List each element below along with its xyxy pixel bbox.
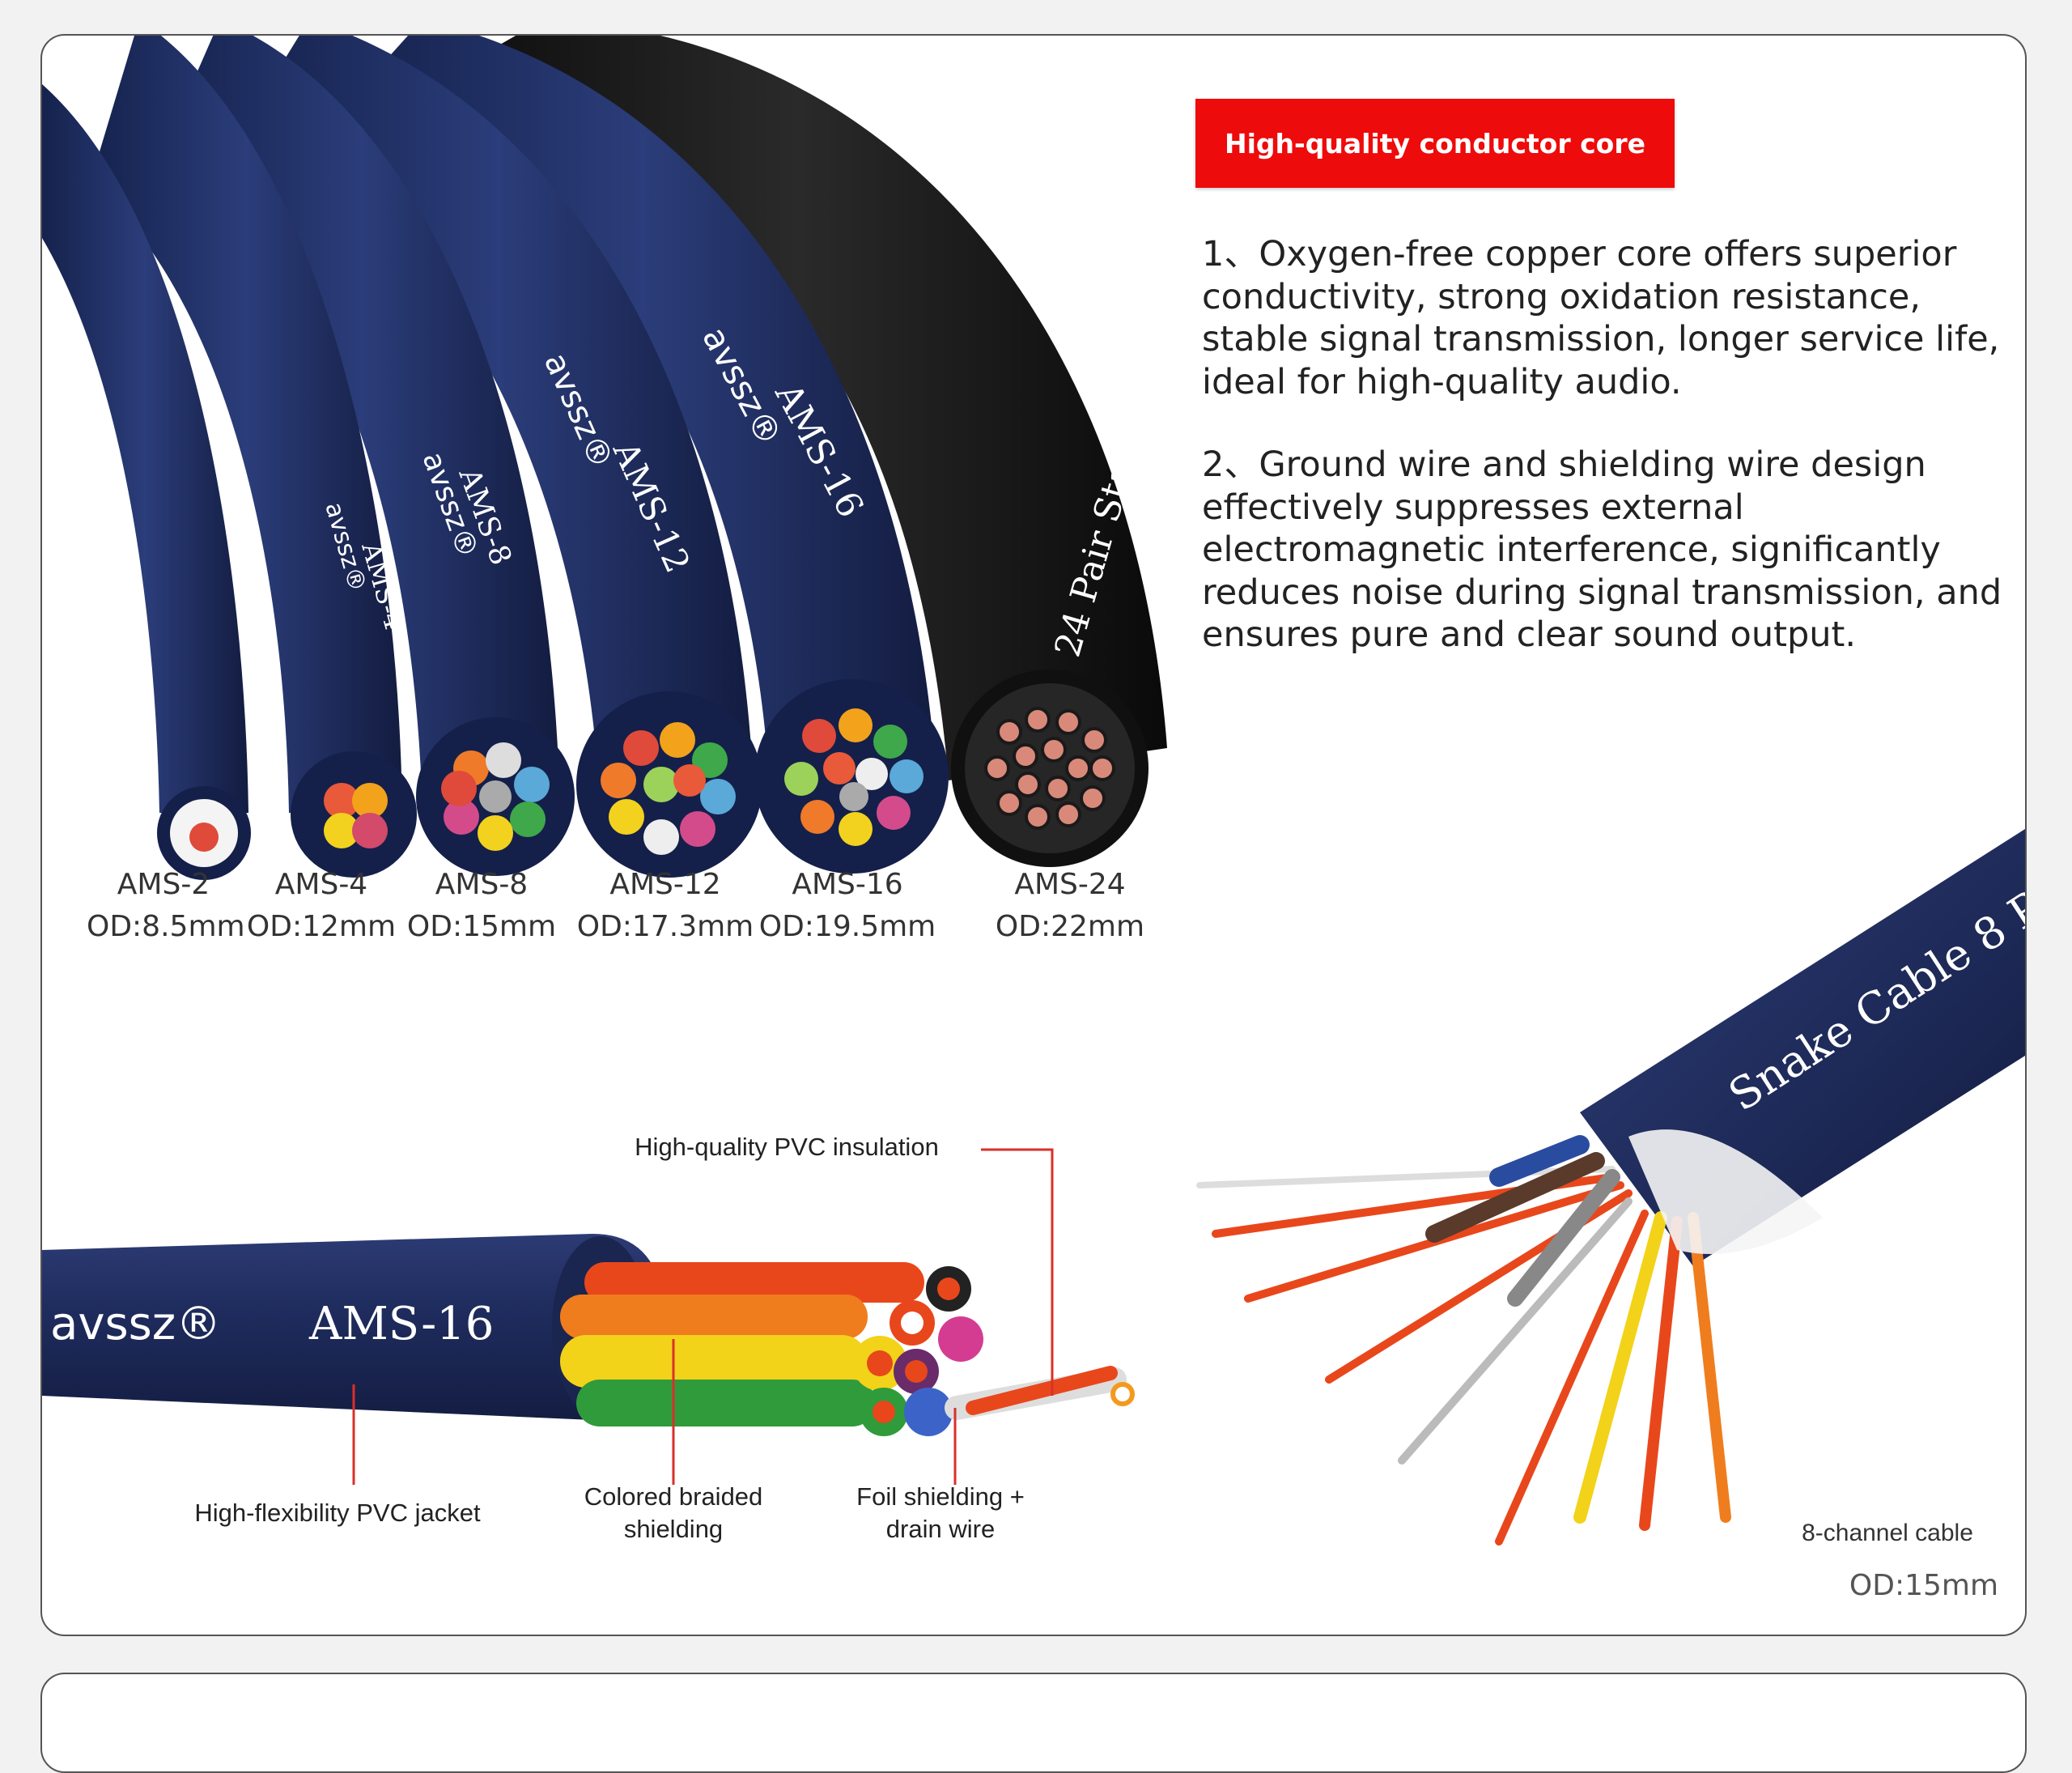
label-braided-shielding: Colored braided shielding <box>584 1482 763 1543</box>
label-foil-shielding: Foil shielding + drain wire <box>856 1482 1025 1543</box>
cable-model: AMS-12 <box>609 868 721 901</box>
cable-model: AMS-4 <box>274 868 368 901</box>
cable-od: OD:15mm <box>406 910 557 943</box>
cable-model: AMS-2 <box>117 868 210 901</box>
conductor-orange <box>560 1295 868 1339</box>
pvc-jacket <box>42 1234 665 1420</box>
eight-channel-caption: 8-channel cable <box>1802 1520 1973 1546</box>
cable-od: OD:22mm <box>995 910 1145 943</box>
eight-channel-cable-photo: Snake Cable 8 Pair <box>1196 829 2025 1546</box>
cable-od: OD:19.5mm <box>758 910 936 943</box>
cable-end-ams-4 <box>291 751 417 878</box>
label-pvc-jacket: High-flexibility PVC jacket <box>194 1499 481 1527</box>
banner-title: High-quality conductor core <box>1224 127 1646 159</box>
cable-od: OD:12mm <box>246 910 397 943</box>
cable-body-ams-2 <box>42 84 248 813</box>
cable-label-ams-2: AMS-2 OD:8.5mm <box>87 864 245 948</box>
section-banner: High-quality conductor core <box>1195 99 1675 188</box>
cutaway-model-print: AMS-16 <box>308 1298 494 1350</box>
cable-od: OD:17.3mm <box>576 910 754 943</box>
cable-label-ams-8: AMS-8 OD:15mm <box>405 864 558 948</box>
cable-model: AMS-16 <box>792 868 903 901</box>
conductor-yellow <box>560 1335 868 1388</box>
cable-end-ams-16 <box>754 679 949 874</box>
cable-label-ams-16: AMS-16 OD:19.5mm <box>758 864 936 948</box>
cable-lineup-illustration: AMS-2 AMS-4 AMS-8 AMS-12 AMS-16 24 Pair … <box>42 36 1191 880</box>
cable-end-ams-2 <box>157 786 251 880</box>
next-card <box>40 1673 2027 1773</box>
product-card: AMS-2 AMS-4 AMS-8 AMS-12 AMS-16 24 Pair … <box>40 34 2027 1636</box>
cable-body-ams-16 <box>350 36 936 805</box>
cable-label-ams-12: AMS-12 OD:17.3mm <box>576 864 754 948</box>
conductor-green <box>576 1380 876 1426</box>
cable-model: AMS-24 <box>1014 868 1126 901</box>
eight-channel-od: OD:15mm <box>1849 1569 1999 1602</box>
cutaway-brand-print: avssz® <box>50 1298 221 1350</box>
cable-end-ams-24 <box>951 670 1149 867</box>
leader-lines <box>352 1148 1054 1485</box>
cable-model: AMS-8 <box>435 868 529 901</box>
drain-wire <box>966 1366 1118 1415</box>
cable-end-ams-8 <box>416 717 575 876</box>
cutaway-cable-diagram: avssz® AMS-16 <box>42 1148 1135 1485</box>
conductor-red <box>584 1262 924 1303</box>
cable-body-ams-12 <box>244 36 754 813</box>
cable-label-ams-24: AMS-24 OD:22mm <box>981 864 1159 948</box>
cable-od: OD:8.5mm <box>87 910 245 943</box>
feature-point-2: 2、Ground wire and shielding wire design … <box>1202 444 2002 655</box>
cable-label-ams-4: AMS-4 OD:12mm <box>244 864 398 948</box>
feature-point-1: 1、Oxygen-free copper core offers superio… <box>1202 234 2000 402</box>
cable-body-ams-24 <box>431 36 1167 780</box>
cable-end-ams-12 <box>576 691 762 878</box>
cable-body-ams-4 <box>91 36 402 813</box>
fanned-wires <box>1196 1135 1731 1546</box>
label-pvc-insulation: High-quality PVC insulation <box>635 1133 939 1161</box>
